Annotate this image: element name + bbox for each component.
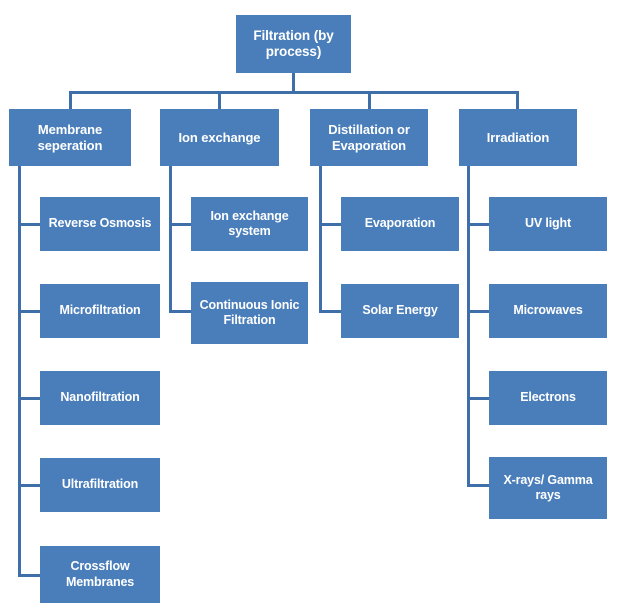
leaf-node-label: Ion exchange system bbox=[210, 208, 289, 238]
leaf-node-label: Evaporation bbox=[364, 216, 436, 231]
root-node-label: Filtration (by process) bbox=[253, 27, 334, 59]
branch-node-label: Membrane seperation bbox=[37, 121, 103, 153]
branch-node-irradiation[interactable]: Irradiation bbox=[459, 109, 577, 166]
branch-node-distillation-or-evaporation[interactable]: Distillation or Evaporation bbox=[310, 109, 428, 166]
leaf-node-label: Microfiltration bbox=[59, 303, 141, 318]
leaf-node-xrays-gamma-rays[interactable]: X-rays/ Gamma rays bbox=[489, 457, 607, 519]
connector-drop-ion-exchange bbox=[218, 91, 221, 110]
connector-stub-crossflow-membranes bbox=[18, 574, 42, 577]
leaf-node-label: X-rays/ Gamma rays bbox=[503, 472, 593, 502]
leaf-node-label: Crossflow Membranes bbox=[65, 559, 135, 589]
connector-stub-continuous-ionic-filtration bbox=[169, 310, 193, 313]
leaf-node-nanofiltration[interactable]: Nanofiltration bbox=[40, 371, 160, 425]
connector-stub-ultrafiltration bbox=[18, 484, 42, 487]
branch-node-label: Ion exchange bbox=[178, 129, 261, 145]
leaf-node-label: Continuous Ionic Filtration bbox=[199, 297, 300, 327]
leaf-node-label: Reverse Osmosis bbox=[48, 216, 152, 231]
connector-stub-microfiltration bbox=[18, 310, 42, 313]
leaf-node-label: Nanofiltration bbox=[60, 390, 140, 405]
leaf-node-uv-light[interactable]: UV light bbox=[489, 197, 607, 251]
connector-level2-bus bbox=[69, 91, 519, 94]
leaf-node-continuous-ionic-filtration[interactable]: Continuous Ionic Filtration bbox=[191, 282, 308, 344]
connector-drop-distillation bbox=[368, 91, 371, 110]
connector-stub-microwaves bbox=[467, 310, 491, 313]
connector-root-stem bbox=[292, 73, 295, 93]
connector-stub-ion-exchange-system bbox=[169, 223, 193, 226]
leaf-node-crossflow-membranes[interactable]: Crossflow Membranes bbox=[40, 546, 160, 603]
connector-stub-reverse-osmosis bbox=[18, 223, 42, 226]
leaf-node-evaporation[interactable]: Evaporation bbox=[341, 197, 459, 251]
branch-node-label: Distillation or Evaporation bbox=[328, 121, 410, 153]
leaf-node-ultrafiltration[interactable]: Ultrafiltration bbox=[40, 458, 160, 512]
leaf-node-label: UV light bbox=[524, 216, 572, 231]
leaf-node-label: Electrons bbox=[520, 390, 576, 405]
leaf-node-label: Microwaves bbox=[513, 303, 583, 318]
branch-node-ion-exchange[interactable]: Ion exchange bbox=[160, 109, 279, 166]
connector-drop-irradiation bbox=[516, 91, 519, 110]
leaf-node-microwaves[interactable]: Microwaves bbox=[489, 284, 607, 338]
connector-spine-irradiation bbox=[467, 166, 470, 487]
leaf-node-label: Solar Energy bbox=[362, 303, 438, 318]
connector-spine-ion-exchange bbox=[169, 166, 172, 313]
connector-stub-uv-light bbox=[467, 223, 491, 226]
connector-spine-membrane bbox=[18, 166, 21, 577]
leaf-node-electrons[interactable]: Electrons bbox=[489, 371, 607, 425]
leaf-node-label: Ultrafiltration bbox=[61, 477, 139, 492]
connector-stub-xrays-gamma-rays bbox=[467, 484, 491, 487]
connector-stub-evaporation bbox=[319, 223, 343, 226]
leaf-node-microfiltration[interactable]: Microfiltration bbox=[40, 284, 160, 338]
leaf-node-solar-energy[interactable]: Solar Energy bbox=[341, 284, 459, 338]
branch-node-membrane-seperation[interactable]: Membrane seperation bbox=[9, 109, 131, 166]
branch-node-label: Irradiation bbox=[486, 129, 550, 145]
connector-stub-nanofiltration bbox=[18, 397, 42, 400]
leaf-node-reverse-osmosis[interactable]: Reverse Osmosis bbox=[40, 197, 160, 251]
connector-stub-solar-energy bbox=[319, 310, 343, 313]
connector-spine-distillation bbox=[319, 166, 322, 313]
connector-stub-electrons bbox=[467, 397, 491, 400]
leaf-node-ion-exchange-system[interactable]: Ion exchange system bbox=[191, 197, 308, 251]
connector-drop-membrane bbox=[69, 91, 72, 110]
root-node-filtration[interactable]: Filtration (by process) bbox=[236, 15, 351, 73]
